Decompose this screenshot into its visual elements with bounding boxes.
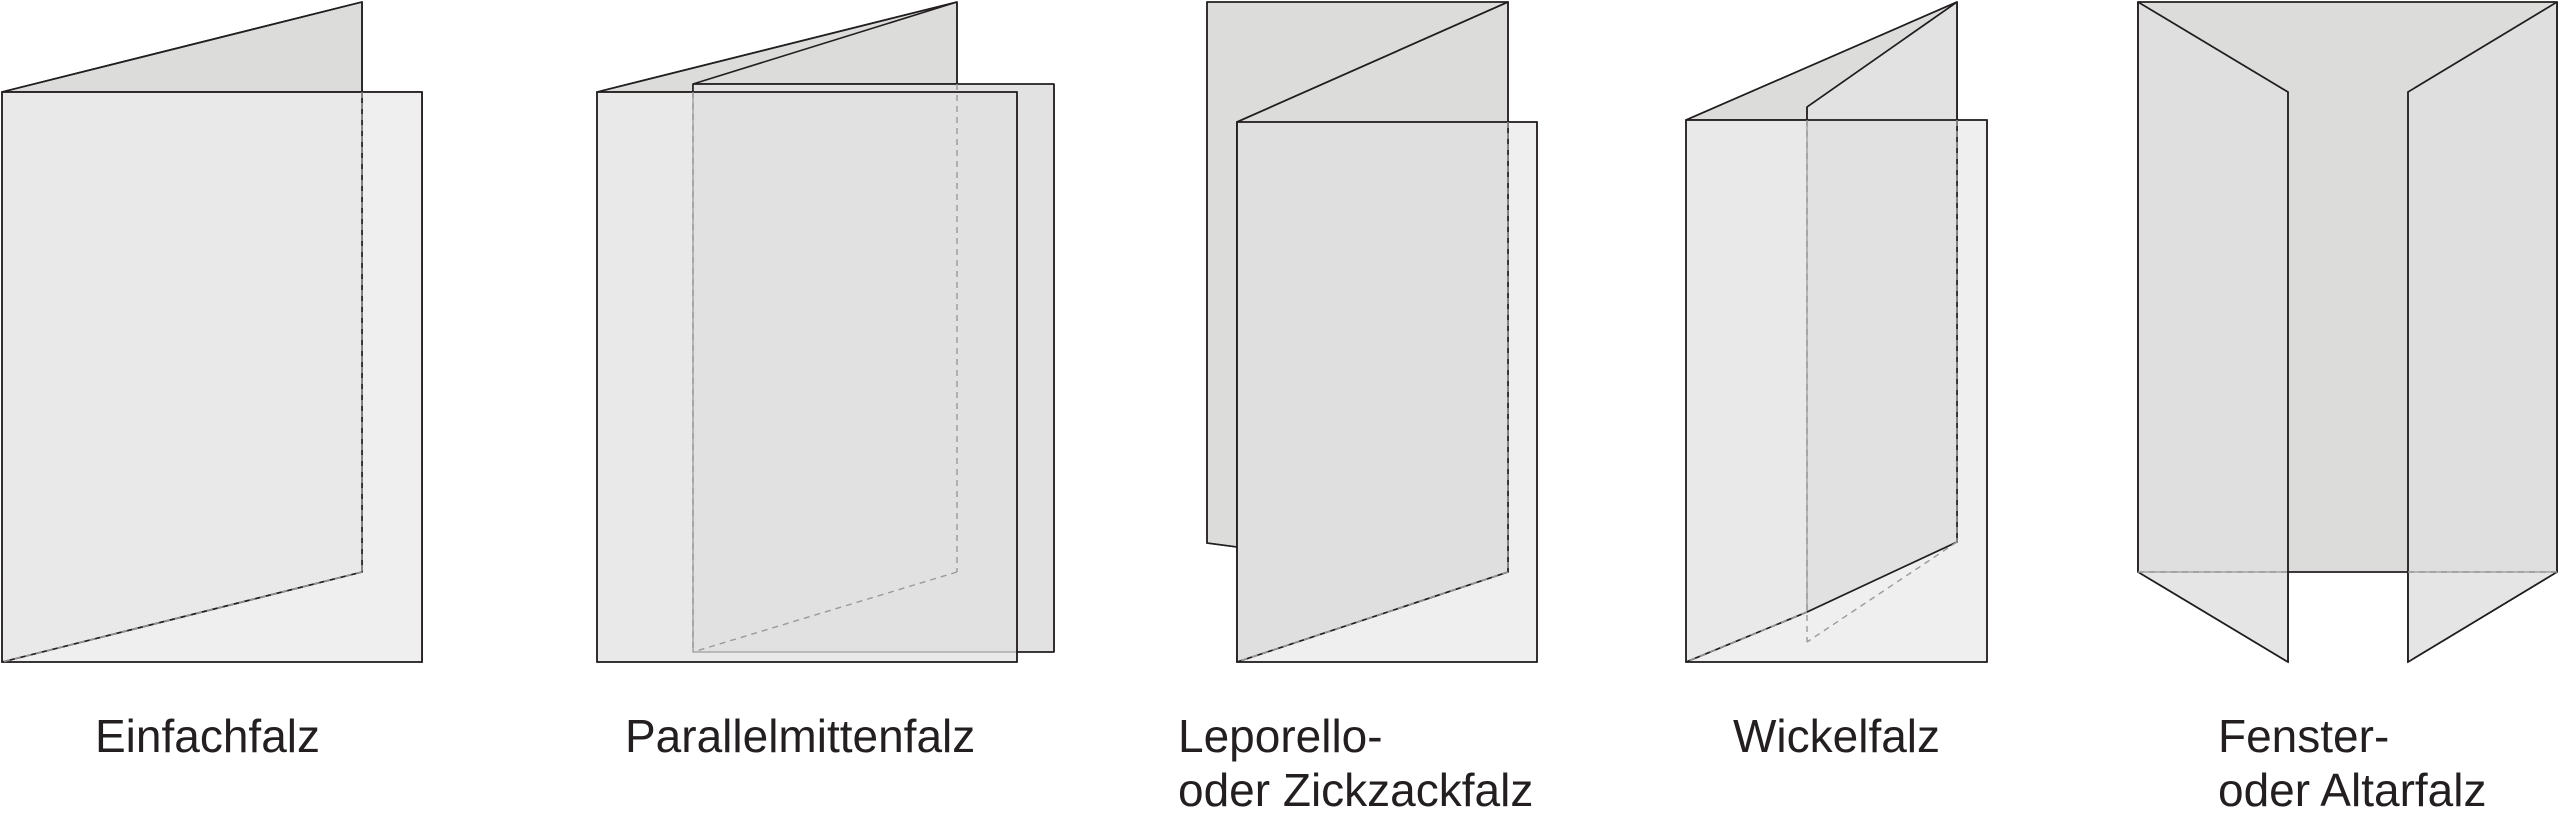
einfachfalz-front-panel — [1, 91, 363, 663]
fensterfalz-right-flap — [2407, 1, 2558, 663]
einfachfalz-label-line-1: Einfachfalz — [95, 710, 321, 762]
fensterfalz-illustration — [2137, 1, 2558, 664]
wickelfalz-label: Wickelfalz — [1733, 709, 1940, 763]
leporello-illustration — [1206, 1, 1538, 663]
parallelmittenfalz-label: Parallelmittenfalz — [625, 709, 975, 763]
parallelmittenfalz-illustration — [596, 1, 1055, 663]
leporello-label: Leporello- oder Zickzackfalz — [1178, 709, 1533, 817]
fensterfalz-left-flap — [2137, 1, 2289, 663]
fensterfalz-label-line-1: Fenster- — [2218, 710, 2390, 762]
einfachfalz-label: Einfachfalz — [95, 709, 320, 763]
parallelmittenfalz-front-sheet — [596, 91, 1018, 663]
fensterfalz-label: Fenster- oder Altarfalz — [2218, 709, 2486, 817]
leporello-label-line-1: Leporello- — [1178, 710, 1383, 762]
leporello-label-line-2: oder Zickzackfalz — [1178, 764, 1534, 816]
leporello-front-panel — [1236, 121, 1509, 663]
fensterfalz-label-line-2: oder Altarfalz — [2218, 764, 2487, 816]
wickelfalz-label-line-1: Wickelfalz — [1733, 710, 1941, 762]
einfachfalz-illustration — [1, 1, 423, 663]
einfachfalz-outline — [1, 91, 423, 663]
wickelfalz-illustration — [1685, 1, 1988, 663]
parallelmittenfalz-label-line-1: Parallelmittenfalz — [625, 710, 976, 762]
